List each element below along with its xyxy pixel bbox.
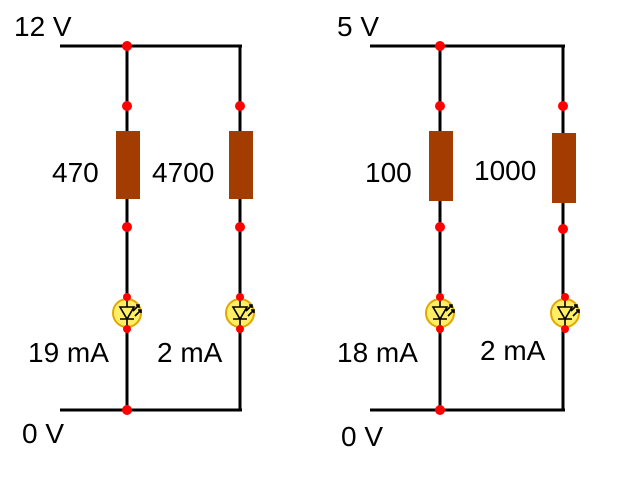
node — [235, 222, 245, 232]
node — [435, 41, 445, 51]
supply-voltage-label: 12 V — [14, 11, 72, 42]
current-label: 19 mA — [28, 337, 109, 368]
node — [558, 101, 568, 111]
resistor-value-label: 4700 — [152, 157, 214, 188]
node — [561, 325, 569, 333]
node — [435, 405, 445, 415]
led-icon — [550, 298, 580, 328]
node — [123, 293, 131, 301]
led-icon — [425, 298, 455, 328]
resistor — [229, 131, 253, 199]
circuit-left: 12 V 0 V 470 4700 19 mA 2 mA — [14, 11, 255, 449]
node — [122, 405, 132, 415]
ground-voltage-label: 0 V — [341, 421, 383, 452]
node — [236, 325, 244, 333]
node — [561, 293, 569, 301]
node — [558, 224, 568, 234]
node — [435, 101, 445, 111]
resistor — [116, 131, 140, 199]
current-label: 18 mA — [337, 337, 418, 368]
circuit-right: 5 V 0 V 100 1000 18 mA 2 mA — [337, 11, 580, 452]
supply-voltage-label: 5 V — [337, 11, 379, 42]
led-icon — [225, 298, 255, 328]
node — [235, 101, 245, 111]
node — [436, 293, 444, 301]
ground-voltage-label: 0 V — [22, 418, 64, 449]
node — [436, 325, 444, 333]
current-label: 2 mA — [157, 337, 223, 368]
resistor-value-label: 100 — [365, 157, 412, 188]
node — [123, 325, 131, 333]
node — [435, 222, 445, 232]
node — [122, 222, 132, 232]
current-label: 2 mA — [480, 335, 546, 366]
resistor — [552, 133, 576, 203]
node — [122, 101, 132, 111]
node — [236, 293, 244, 301]
led-icon — [112, 298, 142, 328]
resistor-value-label: 1000 — [474, 155, 536, 186]
node — [122, 41, 132, 51]
resistor — [429, 131, 453, 201]
resistor-value-label: 470 — [52, 157, 99, 188]
